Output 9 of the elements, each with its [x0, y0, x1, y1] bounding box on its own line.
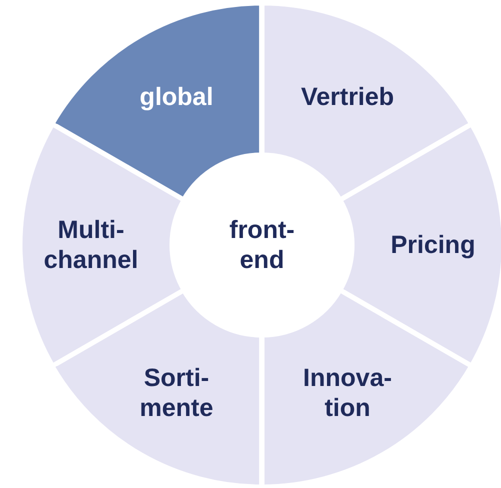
segment-label: Multi- channel: [42, 215, 140, 275]
center-label: front- end: [228, 215, 296, 275]
segment-label: global: [138, 82, 214, 112]
segment-label: Vertrieb: [300, 82, 396, 112]
segment-label: Sorti- mente: [138, 363, 214, 424]
ring-segment: [20, 124, 184, 366]
segment-label: Innova- tion: [302, 363, 393, 424]
ring-segment: [262, 290, 472, 487]
segment-label: Pricing: [390, 230, 476, 260]
